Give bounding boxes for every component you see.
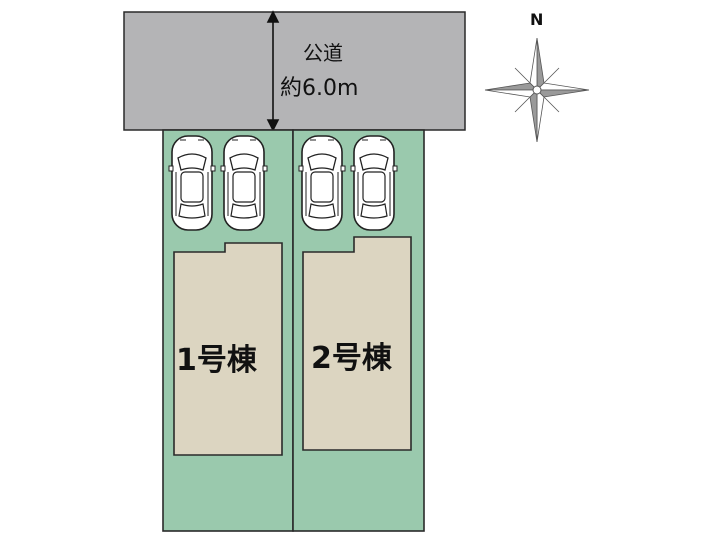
public-road xyxy=(123,11,466,131)
building-2 xyxy=(302,236,412,451)
building-2-label: 2号棟 xyxy=(311,341,393,376)
north-label: N xyxy=(530,10,543,29)
road-width: 約6.0m xyxy=(280,76,358,101)
road-width-arrow xyxy=(266,10,280,132)
building-1 xyxy=(173,242,283,456)
car-icon xyxy=(298,135,346,231)
road-name: 公道 xyxy=(303,41,343,65)
building-1-label: 1号棟 xyxy=(176,343,258,378)
car-icon xyxy=(220,135,268,231)
car-icon xyxy=(350,135,398,231)
compass-rose-icon xyxy=(484,37,590,143)
car-icon xyxy=(168,135,216,231)
